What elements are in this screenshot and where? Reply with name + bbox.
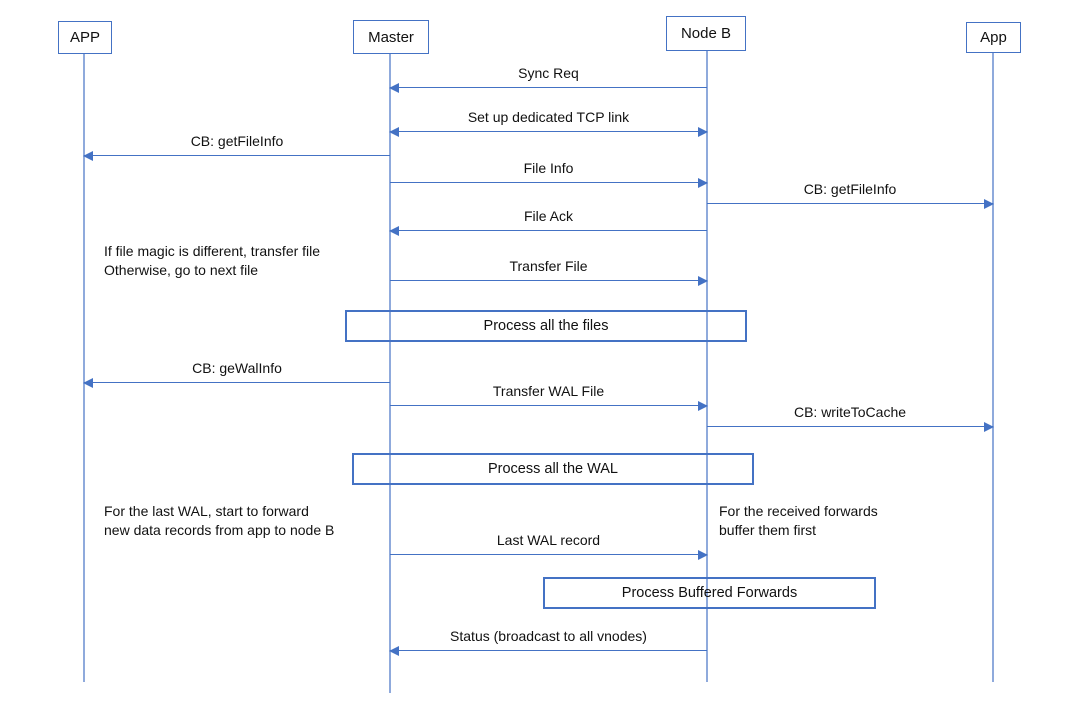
arrowhead-left-icon: [389, 126, 399, 137]
message-line: [707, 203, 993, 204]
arrowhead-left-icon: [83, 377, 93, 388]
message-line: [707, 426, 993, 427]
actor-box-app-left: APP: [58, 21, 112, 54]
process-box-label: Process all the files: [483, 318, 609, 334]
message-line: [84, 382, 390, 383]
process-box-label: Process all the WAL: [487, 461, 618, 477]
arrowhead-right-icon: [984, 198, 994, 209]
arrowhead-right-icon: [698, 177, 708, 188]
actor-label-node-b: Node B: [680, 25, 732, 42]
message-label: CB: writeToCache: [793, 404, 907, 420]
actor-label-master: Master: [368, 28, 414, 46]
message-label: Transfer WAL File: [492, 383, 605, 399]
message-line: [390, 182, 707, 183]
process-box-buffered-forwards: Process Buffered Forwards: [543, 577, 876, 609]
message-line: [390, 280, 707, 281]
arrowhead-right-icon: [698, 549, 708, 560]
message-line: [390, 131, 707, 132]
message-line: [390, 230, 707, 231]
note-received-forwards: For the received forwards buffer them fi…: [719, 503, 878, 538]
message-label: Last WAL record: [496, 532, 601, 548]
message-line: [390, 405, 707, 406]
message-label: CB: getFileInfo: [190, 133, 284, 149]
process-box-files: Process all the files: [345, 310, 747, 342]
lifeline-master: [389, 52, 391, 693]
message-line: [390, 87, 707, 88]
message-label: CB: geWalInfo: [192, 360, 282, 376]
message-label: Sync Req: [518, 65, 579, 81]
note-file-magic: If file magic is different, transfer fil…: [104, 243, 321, 278]
arrowhead-left-icon: [83, 150, 93, 161]
process-box-wal: Process all the WAL: [352, 453, 754, 485]
lifeline-node-b: [706, 49, 708, 682]
arrowhead-left-icon: [389, 82, 399, 93]
actor-box-app-right: App: [966, 22, 1021, 53]
actor-box-node-b: Node B: [666, 16, 746, 51]
lifeline-app-right: [992, 51, 994, 682]
lifeline-app-left: [83, 52, 85, 682]
message-label: File Info: [523, 160, 574, 176]
arrowhead-right-icon: [984, 421, 994, 432]
actor-label-app-right: App: [980, 29, 1007, 46]
note-last-wal: For the last WAL, start to forward new d…: [104, 503, 335, 538]
actor-box-master: Master: [353, 20, 429, 54]
message-line: [84, 155, 390, 156]
message-label: CB: getFileInfo: [803, 181, 897, 197]
message-label: Set up dedicated TCP link: [467, 109, 630, 125]
message-label: File Ack: [523, 208, 573, 224]
message-label: Status (broadcast to all vnodes): [450, 628, 647, 644]
actor-label-app-left: APP: [69, 29, 100, 46]
message-line: [390, 554, 707, 555]
arrowhead-right-icon: [698, 400, 708, 411]
message-label: Transfer File: [509, 258, 588, 274]
arrowhead-right-icon: [698, 275, 708, 286]
arrowhead-right-icon: [698, 126, 708, 137]
arrowhead-left-icon: [389, 645, 399, 656]
arrowhead-left-icon: [389, 225, 399, 236]
process-box-label: Process Buffered Forwards: [621, 585, 798, 601]
message-line: [390, 650, 707, 651]
